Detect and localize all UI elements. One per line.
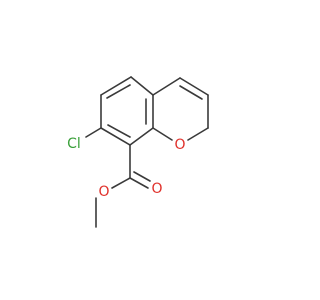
structure-canvas: Cl O O O [67, 76, 209, 228]
chlorine-atom-label: Cl [67, 136, 81, 152]
bond-c4a-c5 [130, 76, 154, 96]
bond-c7-cl [85, 127, 102, 138]
bond-c8-c8a [129, 127, 154, 146]
bond-c7-c8-inner [107, 124, 131, 138]
bond-o1-c8a [152, 127, 173, 141]
bond-carbonyl-c-o [129, 177, 149, 189]
bond-c4a-c4 [152, 77, 181, 96]
ester-oxygen-atom-label: O [98, 184, 109, 200]
bond-c4-c3-inner [179, 85, 203, 100]
bond-c5-c6 [100, 76, 132, 96]
bond-carbonyl-c-ester-o [111, 177, 131, 189]
bond-c5-c6-inner [106, 84, 131, 99]
molecule-drawing: Cl O O O [67, 76, 209, 228]
carbonyl-oxygen-atom-label: O [151, 181, 162, 197]
bond-c2-o1 [187, 127, 209, 141]
atom-label-layer: Cl O O O [67, 136, 185, 200]
bond-carbonyl-c-o-double [133, 171, 151, 182]
bond-c4-c3 [179, 77, 209, 96]
ring-oxygen-atom-label: O [174, 137, 185, 153]
bond-c7-c8 [100, 127, 131, 146]
bond-layer [85, 76, 209, 228]
